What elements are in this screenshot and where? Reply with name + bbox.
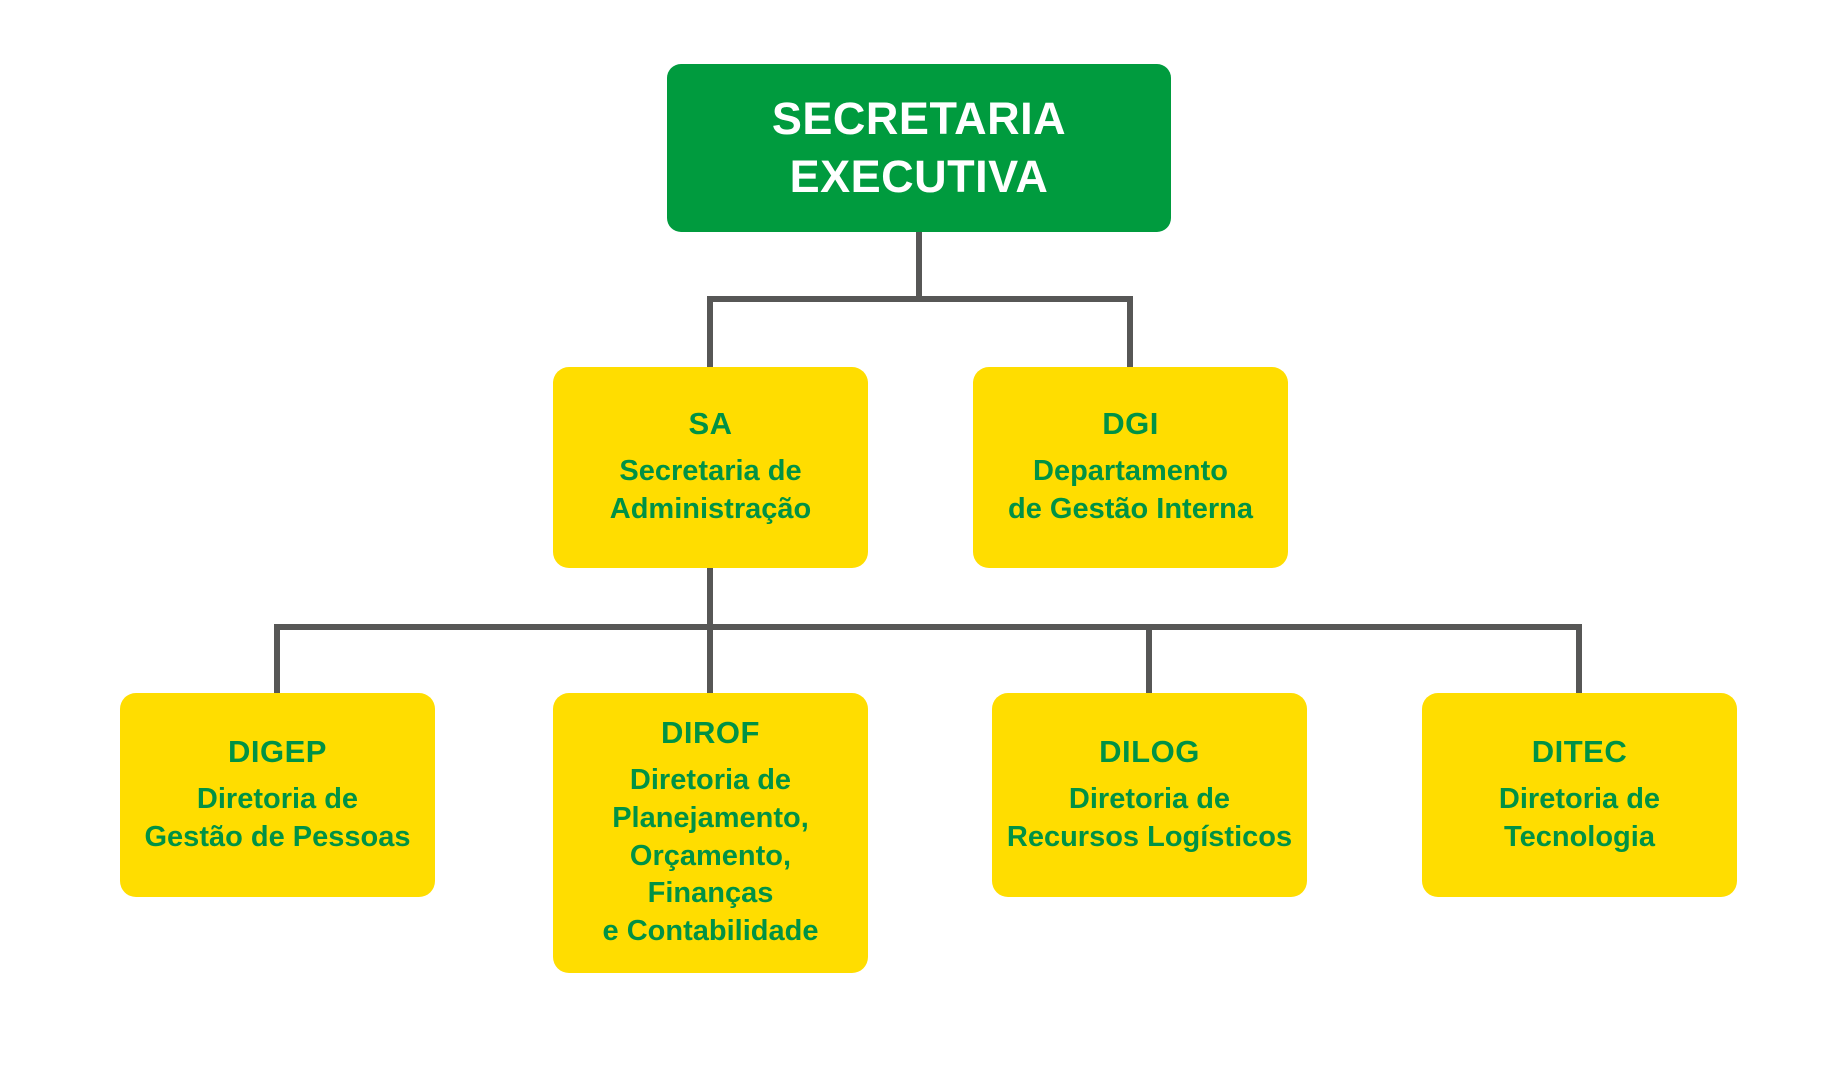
connector-root-down xyxy=(916,232,922,302)
node-acronym: DIROF xyxy=(661,714,760,750)
connector-digep-drop xyxy=(274,624,280,693)
node-name: Departamento de Gestão Interna xyxy=(1008,455,1253,525)
root-title: SECRETARIA EXECUTIVA xyxy=(771,93,1067,202)
connector-sa-down xyxy=(707,568,713,693)
connector-level1-horizontal xyxy=(707,296,1133,302)
node-name: Diretoria de Gestão de Pessoas xyxy=(144,782,411,853)
node-name: Diretoria de Planejamento, Orçamento, Fi… xyxy=(602,763,819,948)
connector-dgi-drop xyxy=(1127,296,1133,367)
node-acronym: DIGEP xyxy=(228,733,327,769)
node-name: Secretaria de Administração xyxy=(609,455,812,525)
connector-level2-horizontal xyxy=(274,624,1582,630)
org-node-sa: SA Secretaria de Administração xyxy=(553,367,868,568)
org-node-dilog: DILOG Diretoria de Recursos Logísticos xyxy=(992,693,1307,897)
node-name: Diretoria de Recursos Logísticos xyxy=(1006,782,1293,853)
connector-dilog-drop xyxy=(1146,624,1152,693)
node-acronym: DILOG xyxy=(1099,733,1200,769)
connector-sa-drop xyxy=(707,296,713,367)
org-node-digep: DIGEP Diretoria de Gestão de Pessoas xyxy=(120,693,435,897)
org-node-dirof: DIROF Diretoria de Planejamento, Orçamen… xyxy=(553,693,868,973)
node-acronym: SA xyxy=(688,406,733,442)
node-acronym: DGI xyxy=(1102,406,1159,442)
connector-ditec-drop xyxy=(1576,624,1582,693)
node-name: Diretoria de Tecnologia xyxy=(1498,782,1661,853)
org-node-secretaria-executiva: SECRETARIA EXECUTIVA xyxy=(667,64,1171,232)
node-acronym: DITEC xyxy=(1531,733,1628,769)
org-node-dgi: DGI Departamento de Gestão Interna xyxy=(973,367,1288,568)
org-node-ditec: DITEC Diretoria de Tecnologia xyxy=(1422,693,1737,897)
